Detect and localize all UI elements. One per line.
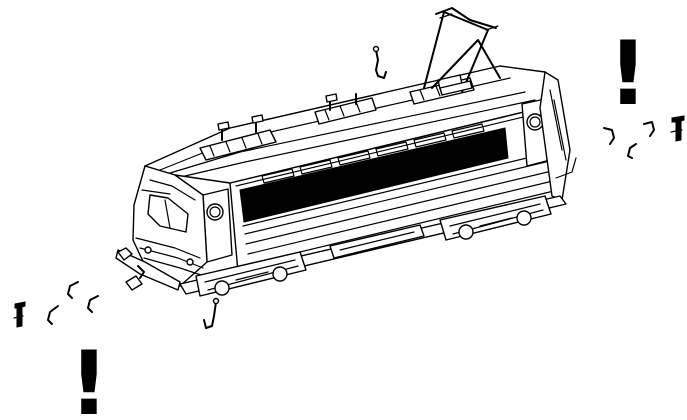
cab-window-left <box>206 203 224 221</box>
front-buffer-right <box>125 275 143 291</box>
cab-door-left <box>202 188 233 263</box>
warning-mark-top-right: ! <box>608 22 648 125</box>
front-coupler <box>137 265 145 279</box>
left-hose-part-3 <box>87 295 99 313</box>
left-hose-part-1 <box>47 305 59 325</box>
front-light-left <box>144 246 152 254</box>
cab-window-right-inner <box>529 116 541 128</box>
cab-window-left-inner <box>209 206 221 218</box>
front-buffer-left <box>117 247 133 261</box>
rear-bogie <box>439 195 552 241</box>
front-light-right <box>186 258 194 266</box>
side-upper-windows <box>261 123 485 184</box>
front-bogie <box>195 251 307 297</box>
right-end-accessories <box>603 115 685 159</box>
warning-mark-bottom-left: ! <box>69 332 109 420</box>
rear-end-lines <box>549 89 577 179</box>
left-coupler-part <box>13 301 26 328</box>
roof-equipment-front <box>199 114 277 161</box>
front-panel-lines <box>135 179 205 277</box>
underside-hose-part-end <box>212 297 220 305</box>
right-hose-part-2 <box>627 143 637 159</box>
roof-cable-part-end <box>372 45 380 53</box>
right-hose-part-1 <box>603 127 615 145</box>
right-hose-part-3 <box>643 121 655 137</box>
locomotive <box>115 7 577 297</box>
right-coupler-part <box>670 115 685 142</box>
left-end-accessories <box>13 281 99 328</box>
left-hose-part-2 <box>67 281 79 299</box>
roof-equipment-middle <box>314 93 377 125</box>
underfloor-equipment-line <box>339 231 415 251</box>
side-stripes <box>235 112 559 265</box>
front-buffer-beam <box>115 249 181 291</box>
pantograph <box>423 7 501 96</box>
front-windscreen-divider <box>164 199 171 229</box>
roof-cable-part <box>375 49 387 79</box>
underside-hose-part <box>203 301 217 329</box>
side-window-band <box>239 127 509 223</box>
